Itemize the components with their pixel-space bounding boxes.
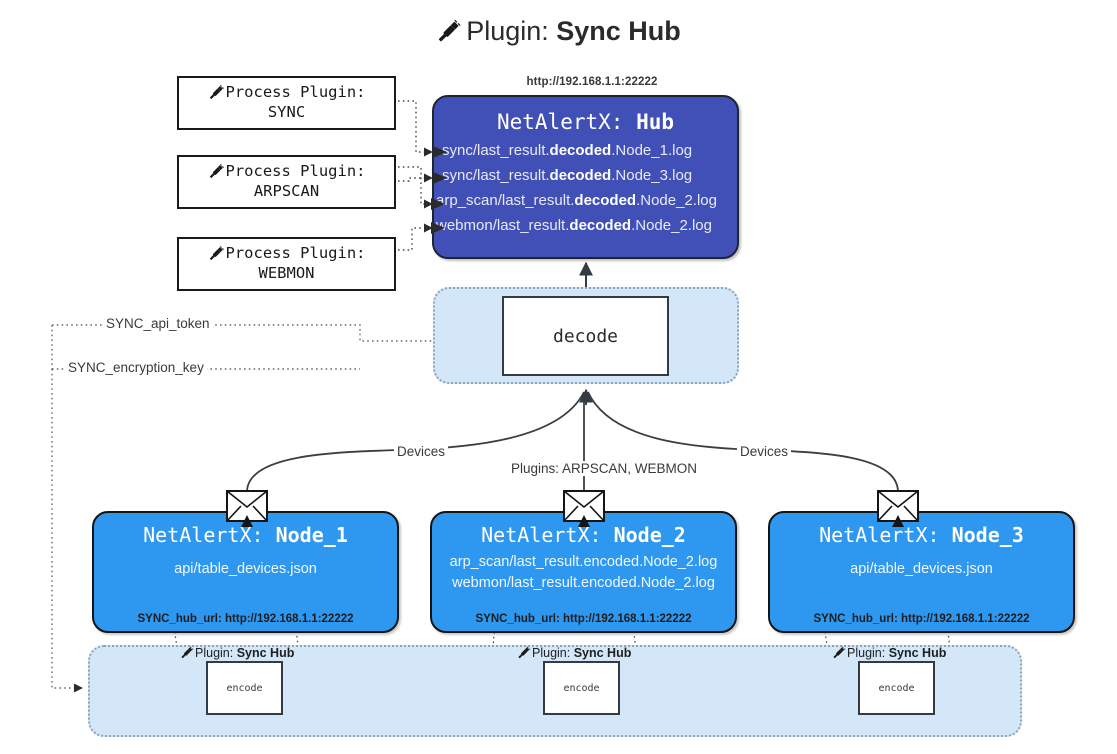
process-plugin-line1: Process Plugin: bbox=[179, 162, 394, 183]
encoder-caption: Plugin: Sync Hub bbox=[517, 645, 631, 662]
plug-icon bbox=[436, 17, 462, 50]
process-plugin-line1: Process Plugin: bbox=[179, 244, 394, 265]
process-plugin-label: Process Plugin: bbox=[225, 244, 366, 262]
hub-title: NetAlertX: Hub bbox=[434, 110, 737, 134]
label-sync-encryption-key: SYNC_encryption_key bbox=[65, 360, 207, 375]
encode-box[interactable]: encode bbox=[543, 661, 620, 715]
process-plugin-label: Process Plugin: bbox=[225, 162, 366, 180]
process-plugin-box-webmon[interactable]: Process Plugin: WEBMON bbox=[177, 237, 396, 291]
page-title-name: Sync Hub bbox=[556, 16, 681, 46]
node-title: NetAlertX: Node_3 bbox=[819, 523, 1024, 547]
page-title-prefix: Plugin: bbox=[466, 16, 557, 46]
process-plugin-label: Process Plugin: bbox=[225, 83, 366, 101]
node-hub-url: SYNC_hub_url: http://192.168.1.1:22222 bbox=[475, 613, 692, 625]
encoder-caption: Plugin: Sync Hub bbox=[832, 645, 946, 662]
envelope-icon bbox=[877, 490, 919, 527]
decode-box[interactable]: decode bbox=[502, 296, 669, 376]
label-plugins-center: Plugins: ARPSCAN, WEBMON bbox=[508, 461, 701, 476]
encoder-caption: Plugin: Sync Hub bbox=[180, 645, 294, 662]
hub-url-label: http://192.168.1.1:22222 bbox=[526, 76, 658, 88]
process-plugin-line1: Process Plugin: bbox=[179, 83, 394, 104]
hub-log-line: arp_scan/last_result.decoded.Node_2.log bbox=[436, 192, 717, 209]
label-devices-right: Devices bbox=[737, 444, 792, 459]
plug-icon bbox=[208, 244, 225, 265]
plug-icon bbox=[208, 162, 225, 183]
node-title-name: Node_2 bbox=[613, 523, 686, 547]
node-hub-url: SYNC_hub_url: http://192.168.1.1:22222 bbox=[813, 613, 1030, 625]
label-devices-left: Devices bbox=[394, 444, 449, 459]
process-plugin-box-sync[interactable]: Process Plugin: SYNC bbox=[177, 76, 396, 130]
plug-icon bbox=[517, 645, 531, 662]
node-box-node-2[interactable]: NetAlertX: Node_2 arp_scan/last_result.e… bbox=[430, 511, 737, 633]
node-hub-url: SYNC_hub_url: http://192.168.1.1:22222 bbox=[137, 613, 354, 625]
process-plugin-name: SYNC bbox=[267, 103, 306, 122]
plug-icon bbox=[208, 83, 225, 104]
node-title-name: Node_3 bbox=[951, 523, 1024, 547]
hub-log-line: sync/last_result.decoded.Node_1.log bbox=[442, 142, 693, 159]
node-log-line: webmon/last_result.encoded.Node_2.log bbox=[452, 575, 715, 592]
hub-log-line: sync/last_result.decoded.Node_3.log bbox=[442, 167, 693, 184]
process-plugin-name: ARPSCAN bbox=[253, 182, 320, 201]
process-plugin-box-arpscan[interactable]: Process Plugin: ARPSCAN bbox=[177, 155, 396, 209]
plug-icon bbox=[180, 645, 194, 662]
node-title: NetAlertX: Node_2 bbox=[481, 523, 686, 547]
process-plugin-name: WEBMON bbox=[258, 264, 315, 283]
plug-icon bbox=[832, 645, 846, 662]
node-log-line: arp_scan/last_result.encoded.Node_2.log bbox=[449, 554, 718, 570]
node-log-line: api/table_devices.json bbox=[850, 561, 993, 577]
node-log-line: api/table_devices.json bbox=[174, 561, 317, 577]
node-box-node-3[interactable]: NetAlertX: Node_3 api/table_devices.json… bbox=[768, 511, 1075, 633]
hub-box[interactable]: NetAlertX: Hub sync/last_result.decoded.… bbox=[432, 95, 739, 259]
hub-title-name: Hub bbox=[636, 110, 674, 134]
hub-log-line: webmon/last_result.decoded.Node_2.log bbox=[436, 217, 712, 234]
label-sync-api-token: SYNC_api_token bbox=[103, 316, 213, 331]
page-title: Plugin: Sync Hub bbox=[0, 16, 1117, 50]
hub-title-prefix: NetAlertX: bbox=[496, 110, 637, 134]
encode-box[interactable]: encode bbox=[206, 661, 283, 715]
encode-box[interactable]: encode bbox=[858, 661, 935, 715]
node-title-name: Node_1 bbox=[275, 523, 348, 547]
